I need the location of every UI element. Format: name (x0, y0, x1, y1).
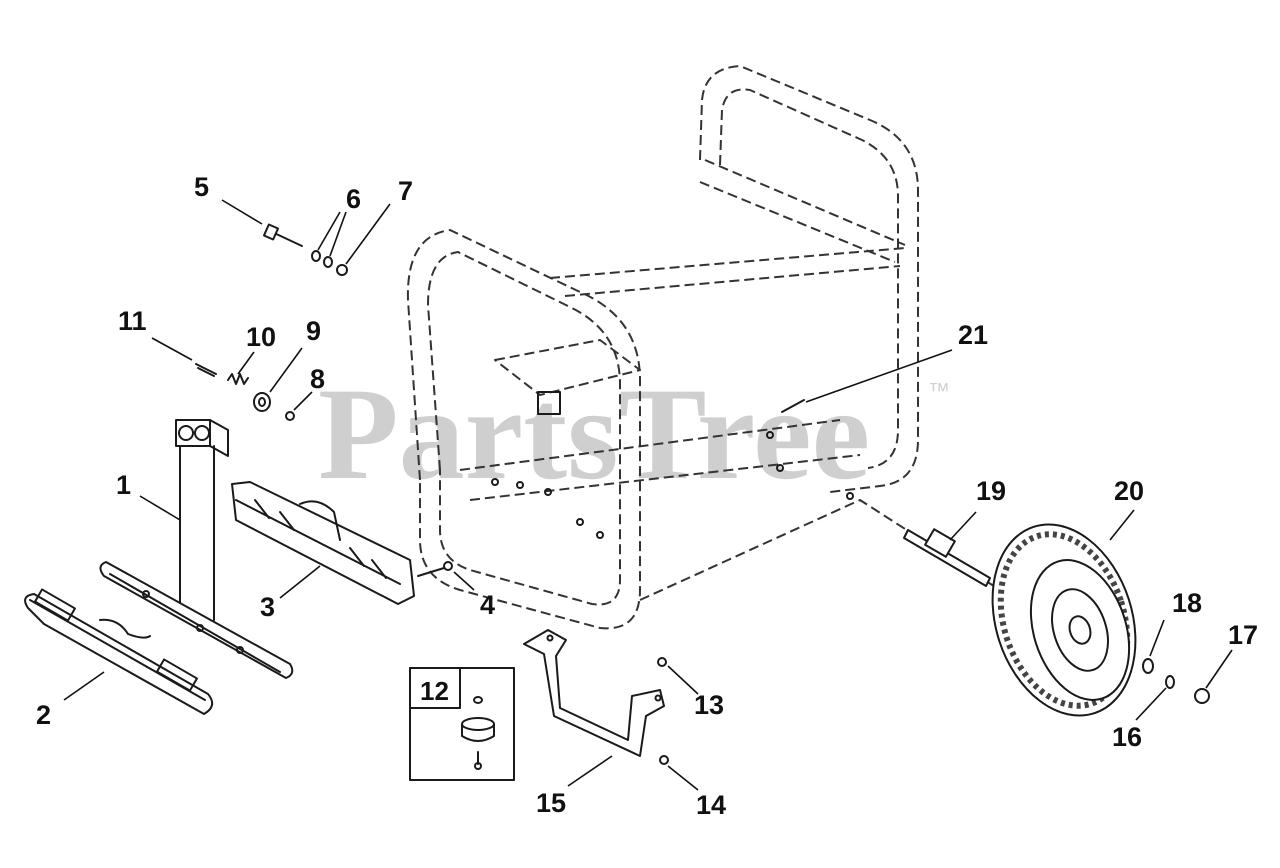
part-21-screw (781, 399, 805, 413)
callout-4: 4 (480, 590, 495, 620)
part-20-wheel (991, 523, 1137, 717)
frame-engine-box (494, 339, 641, 396)
frame-top-rail-2 (564, 265, 901, 297)
part-11-pin (195, 363, 217, 377)
frame (406, 65, 1001, 630)
part-4-screw (417, 561, 453, 577)
watermark: PartsTree ™ (318, 360, 950, 507)
part-14-bolt (659, 755, 669, 765)
frame-back-loop-outer (699, 65, 919, 493)
callout-12: 12 (420, 676, 449, 706)
callout-13: 13 (694, 690, 724, 720)
callout-1: 1 (116, 470, 131, 500)
part-8-screw (285, 411, 295, 421)
part-9-knob (253, 392, 271, 412)
part-16-washer (1165, 675, 1175, 689)
leader-lines (63, 199, 1233, 791)
callout-20: 20 (1114, 476, 1144, 506)
frame-bottom-rail (459, 419, 841, 471)
callout-6: 6 (346, 184, 361, 214)
part-10-spring (227, 373, 249, 385)
part-13-nut (657, 657, 667, 667)
part-19-axle (903, 528, 991, 587)
frame-front-loop-outer (406, 229, 641, 630)
part-6-washers (311, 250, 333, 268)
callout-19: 19 (976, 476, 1006, 506)
callout-3: 3 (260, 592, 275, 622)
part-2-foot (24, 588, 214, 715)
watermark-trademark: ™ (928, 378, 950, 403)
callout-17: 17 (1228, 620, 1258, 650)
frame-holes (491, 431, 854, 539)
part-1-handle-stand (99, 419, 294, 679)
frame-top-rail-back-2 (699, 181, 896, 263)
part-17-nut (1194, 688, 1210, 704)
frame-bottom-rail-2 (469, 454, 861, 501)
callout-14: 14 (696, 790, 726, 820)
callout-labels: 5 6 7 11 10 9 8 1 2 3 4 12 13 14 15 16 1… (36, 172, 1258, 820)
callout-8: 8 (310, 364, 325, 394)
callout-5: 5 (194, 172, 209, 202)
frame-bracket (537, 391, 561, 415)
callout-16: 16 (1112, 722, 1142, 752)
callout-9: 9 (306, 316, 321, 346)
frame-back-loop-inner (719, 88, 899, 469)
part-5-bolt (262, 223, 303, 247)
frame-front-loop-inner (427, 251, 621, 606)
callout-21: 21 (958, 320, 988, 350)
frame-top-rail-back (704, 159, 906, 246)
part-15-support-bracket (523, 629, 665, 757)
callout-15: 15 (536, 788, 566, 818)
callout-10: 10 (246, 322, 276, 352)
frame-top-rail (549, 247, 906, 279)
watermark-text: PartsTree (318, 360, 870, 507)
part-7-nut (336, 264, 348, 276)
callout-2: 2 (36, 700, 51, 730)
part-3-bracket (231, 481, 415, 605)
callout-18: 18 (1172, 588, 1202, 618)
part-18-washer (1142, 658, 1154, 674)
callout-7: 7 (398, 176, 413, 206)
part-12-mount-kit (409, 667, 515, 781)
kit-label-box (409, 667, 461, 709)
callout-11: 11 (118, 306, 147, 336)
